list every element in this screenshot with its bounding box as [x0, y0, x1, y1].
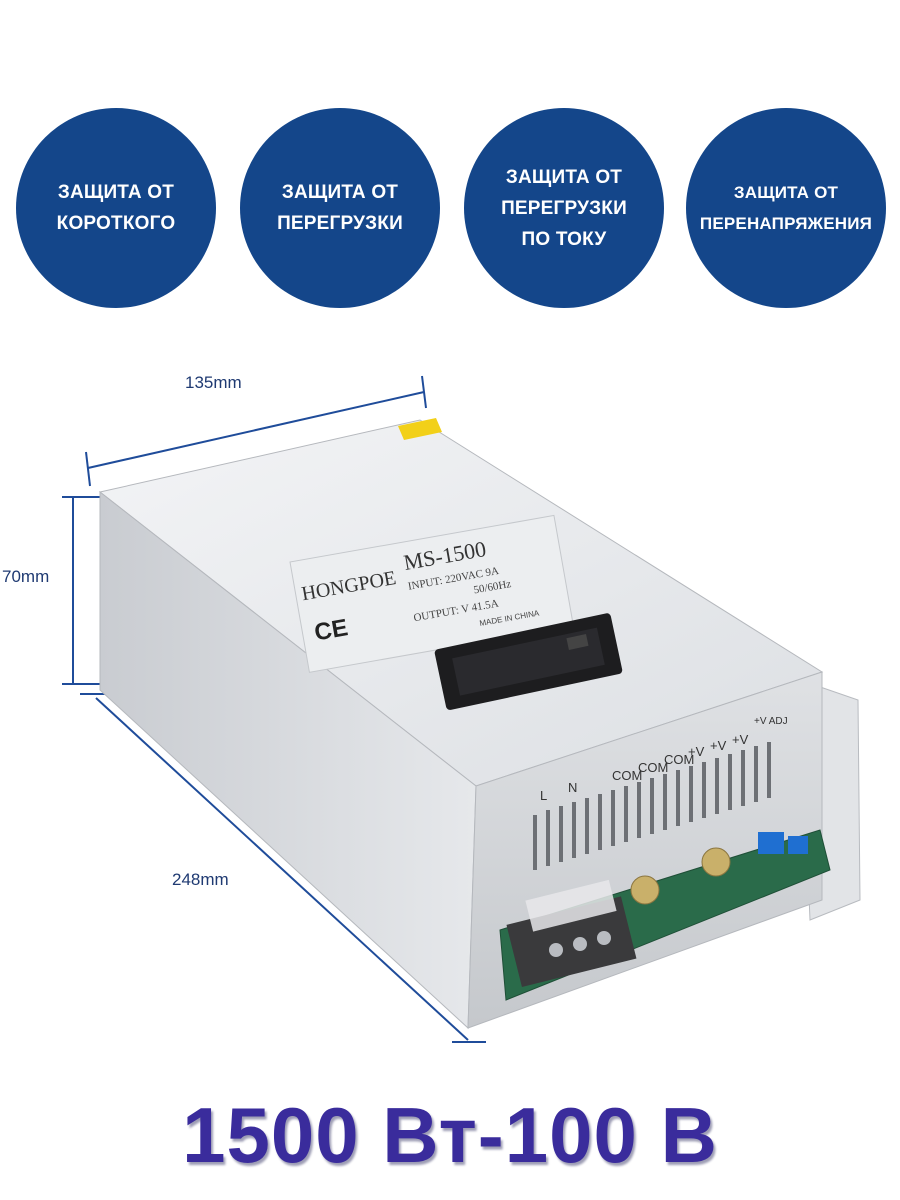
- terminal-v-1: +V: [688, 744, 705, 759]
- label-plate: HONGPOE MS-1500 INPUT: 220VAC 9A 50/60Hz…: [289, 514, 574, 673]
- dimension-height-label: 70mm: [2, 567, 50, 586]
- terminal-com-2: COM: [638, 760, 668, 775]
- dimension-lines: [62, 375, 486, 1043]
- terminal-v-2: +V: [710, 738, 727, 753]
- ce-mark: CE: [312, 614, 350, 646]
- digital-meter: [434, 613, 623, 710]
- feature-label: ЗАЩИТА ОТ ПЕРЕГРУЗКИ ПО ТОКУ: [501, 166, 627, 250]
- terminal-v-3: +V: [732, 732, 749, 747]
- feature-short-circuit: ЗАЩИТА ОТ КОРОТКОГО: [16, 108, 216, 308]
- feature-label: ЗАЩИТА ОТ ПЕРЕНАПРЯЖЕНИЯ: [699, 183, 873, 233]
- output-studs: [630, 847, 731, 905]
- dimension-width-label: 135mm: [185, 373, 242, 392]
- warning-sticker: [398, 418, 442, 440]
- feature-overvoltage: ЗАЩИТА ОТ ПЕРЕНАПРЯЖЕНИЯ: [686, 108, 886, 308]
- feature-label: ЗАЩИТА ОТ ПЕРЕГРУЗКИ: [277, 182, 403, 234]
- terminal-com-3: COM: [664, 752, 694, 767]
- terminal-legend: L N COM COM COM +V +V +V +V ADJ: [540, 716, 788, 803]
- terminal-com-1: COM: [612, 768, 642, 783]
- feature-overcurrent: ЗАЩИТА ОТ ПЕРЕГРУЗКИ ПО ТОКУ: [464, 108, 664, 308]
- terminal-n: N: [568, 780, 577, 795]
- potentiometer: [758, 832, 808, 854]
- terminal-block: [506, 879, 637, 988]
- feature-overload: ЗАЩИТА ОТ ПЕРЕГРУЗКИ: [240, 108, 440, 308]
- feature-label: ЗАЩИТА ОТ КОРОТКОГО: [56, 182, 176, 234]
- vent-slots: [533, 742, 771, 870]
- product-title: 1500 Вт-100 В: [182, 1091, 718, 1179]
- terminal-l: L: [540, 788, 547, 803]
- terminal-adj: +V ADJ: [754, 716, 788, 727]
- dimension-depth-label: 248mm: [172, 870, 229, 889]
